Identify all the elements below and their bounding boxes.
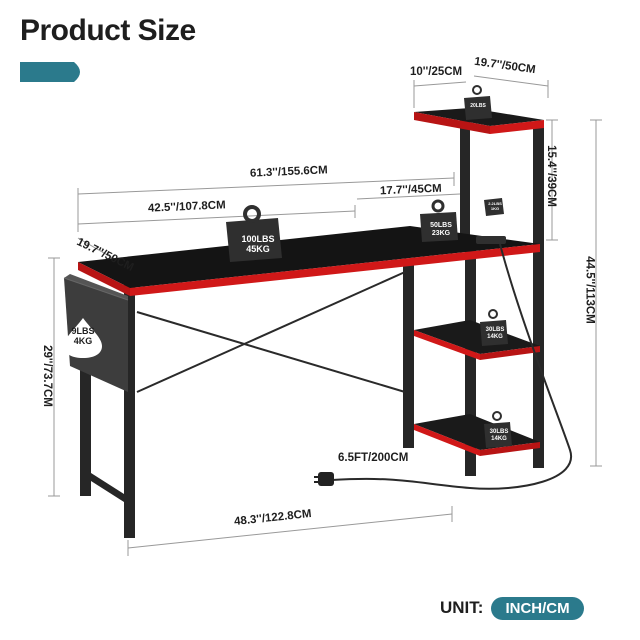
middle-shelf <box>414 320 540 360</box>
cross-brace <box>136 271 406 393</box>
load-desk: 100LBS 45KG <box>241 234 275 255</box>
dimension-lines <box>48 75 602 556</box>
load-hook: 2.2LBS 1KG <box>488 201 502 211</box>
dim-total-height: 44.5''/113CM <box>583 256 596 324</box>
load-bottom-shelf: 30LBS 14KG <box>489 429 509 442</box>
dim-top-shelf-depth: 10''/25CM <box>410 66 463 78</box>
load-desk-shelf: 50LBS 23KG <box>430 222 452 238</box>
dim-cable-length: 6.5FT/200CM <box>338 452 409 464</box>
unit-label: UNIT: <box>440 598 484 617</box>
desk-frame <box>80 118 544 538</box>
title-accent-shape <box>20 62 80 82</box>
bag-weight-drop-icon <box>64 318 102 358</box>
power-strip <box>476 236 506 244</box>
unit-value-badge: INCH/CM <box>491 596 584 620</box>
load-top-shelf: 20LBS <box>470 103 486 109</box>
page-title: Product Size <box>20 14 196 47</box>
dim-top-shelf-height: 15.4''/39CM <box>544 145 557 207</box>
load-bag: 9LBS 4KG <box>71 326 95 347</box>
weights <box>226 85 512 448</box>
dim-desk-height: 29''/73.7CM <box>40 345 53 407</box>
bottom-shelf <box>414 414 540 456</box>
unit-indicator: UNIT: INCH/CM <box>440 596 584 620</box>
power-cable <box>331 243 573 490</box>
power-plug <box>314 472 334 486</box>
load-middle-shelf: 30LBS 14KG <box>485 327 505 340</box>
